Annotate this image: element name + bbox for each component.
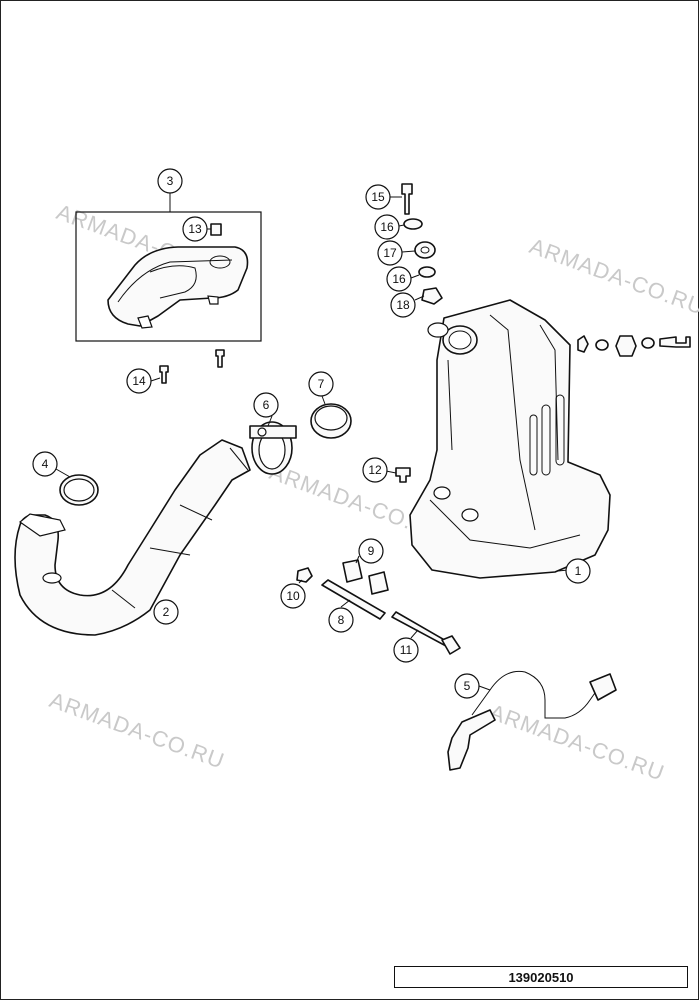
callout-11: 11 xyxy=(393,637,419,663)
callout-14-label: 14 xyxy=(132,374,146,388)
callout-7: 7 xyxy=(308,371,334,397)
callout-16a: 16 xyxy=(374,214,400,240)
callout-10-label: 10 xyxy=(286,589,300,603)
callout-18-label: 18 xyxy=(396,298,410,312)
plug-part xyxy=(395,467,411,483)
watermark-2: ARMADA-CO.RU xyxy=(526,233,699,320)
heat-shield-group xyxy=(75,211,262,342)
callout-3: 3 xyxy=(157,168,183,194)
callout-8: 8 xyxy=(328,607,354,633)
callout-8-label: 8 xyxy=(338,613,345,627)
callout-12-label: 12 xyxy=(368,463,382,477)
callout-11-label: 11 xyxy=(400,643,413,657)
bushing-9b-part xyxy=(368,571,389,595)
sensor-cable xyxy=(471,670,598,719)
watermark-5: ARMADA-CO.RU xyxy=(486,699,668,786)
callout-6-label: 6 xyxy=(263,398,270,412)
heat-shield-part xyxy=(107,246,249,327)
callout-9-label: 9 xyxy=(368,544,375,558)
washer-16a-part xyxy=(403,218,423,230)
watermark-4: ARMADA-CO.RU xyxy=(46,687,228,774)
leader-lines xyxy=(55,193,569,691)
bushing-9a-part xyxy=(342,559,363,583)
callout-6: 6 xyxy=(253,392,279,418)
gasket-4 xyxy=(59,474,99,506)
callout-17-label: 17 xyxy=(383,246,397,260)
sensor-body-part xyxy=(447,709,496,771)
callout-1-label: 1 xyxy=(575,564,582,578)
spacer-8-part xyxy=(321,579,386,620)
callout-7-label: 7 xyxy=(318,377,325,391)
clamp-6 xyxy=(249,421,297,475)
callout-17: 17 xyxy=(377,240,403,266)
reference-number: 139020510 xyxy=(508,969,574,985)
callout-3-label: 3 xyxy=(167,174,174,188)
heat-shield-box xyxy=(75,211,262,342)
nut-10-part xyxy=(296,567,313,583)
callout-16b: 16 xyxy=(386,266,412,292)
gasket-7 xyxy=(310,403,352,439)
callout-4: 4 xyxy=(32,451,58,477)
bolt-15-part xyxy=(401,183,413,215)
callout-16a-label: 16 xyxy=(380,220,394,234)
callout-14: 14 xyxy=(126,368,152,394)
hardware-stack xyxy=(401,183,443,305)
sensor-connector-part xyxy=(589,673,617,701)
plug-12 xyxy=(395,467,411,483)
washer-16b-part xyxy=(418,266,436,278)
callout-2: 2 xyxy=(153,599,179,625)
callout-13: 13 xyxy=(182,216,208,242)
nut-18-part xyxy=(421,287,443,305)
callout-13-label: 13 xyxy=(188,222,202,236)
callout-1: 1 xyxy=(565,558,591,584)
callout-16b-label: 16 xyxy=(392,272,406,286)
silencer-hardware xyxy=(577,335,691,357)
mount-hardware xyxy=(296,559,461,655)
callout-15-label: 15 xyxy=(371,190,385,204)
callout-5-label: 5 xyxy=(464,679,471,693)
callout-18: 18 xyxy=(390,292,416,318)
callout-9: 9 xyxy=(358,538,384,564)
callout-4-label: 4 xyxy=(42,457,49,471)
callout-10: 10 xyxy=(280,583,306,609)
callout-5: 5 xyxy=(454,673,480,699)
silencer-1 xyxy=(409,299,611,579)
reference-number-box: 139020510 xyxy=(394,966,688,988)
callout-15: 15 xyxy=(365,184,391,210)
callout-12: 12 xyxy=(362,457,388,483)
oxygen-sensor-5 xyxy=(447,670,617,771)
callout-2-label: 2 xyxy=(163,605,170,619)
clip-13-part xyxy=(210,223,222,236)
bolts-14 xyxy=(159,349,225,384)
header-pipe-2 xyxy=(14,439,251,636)
